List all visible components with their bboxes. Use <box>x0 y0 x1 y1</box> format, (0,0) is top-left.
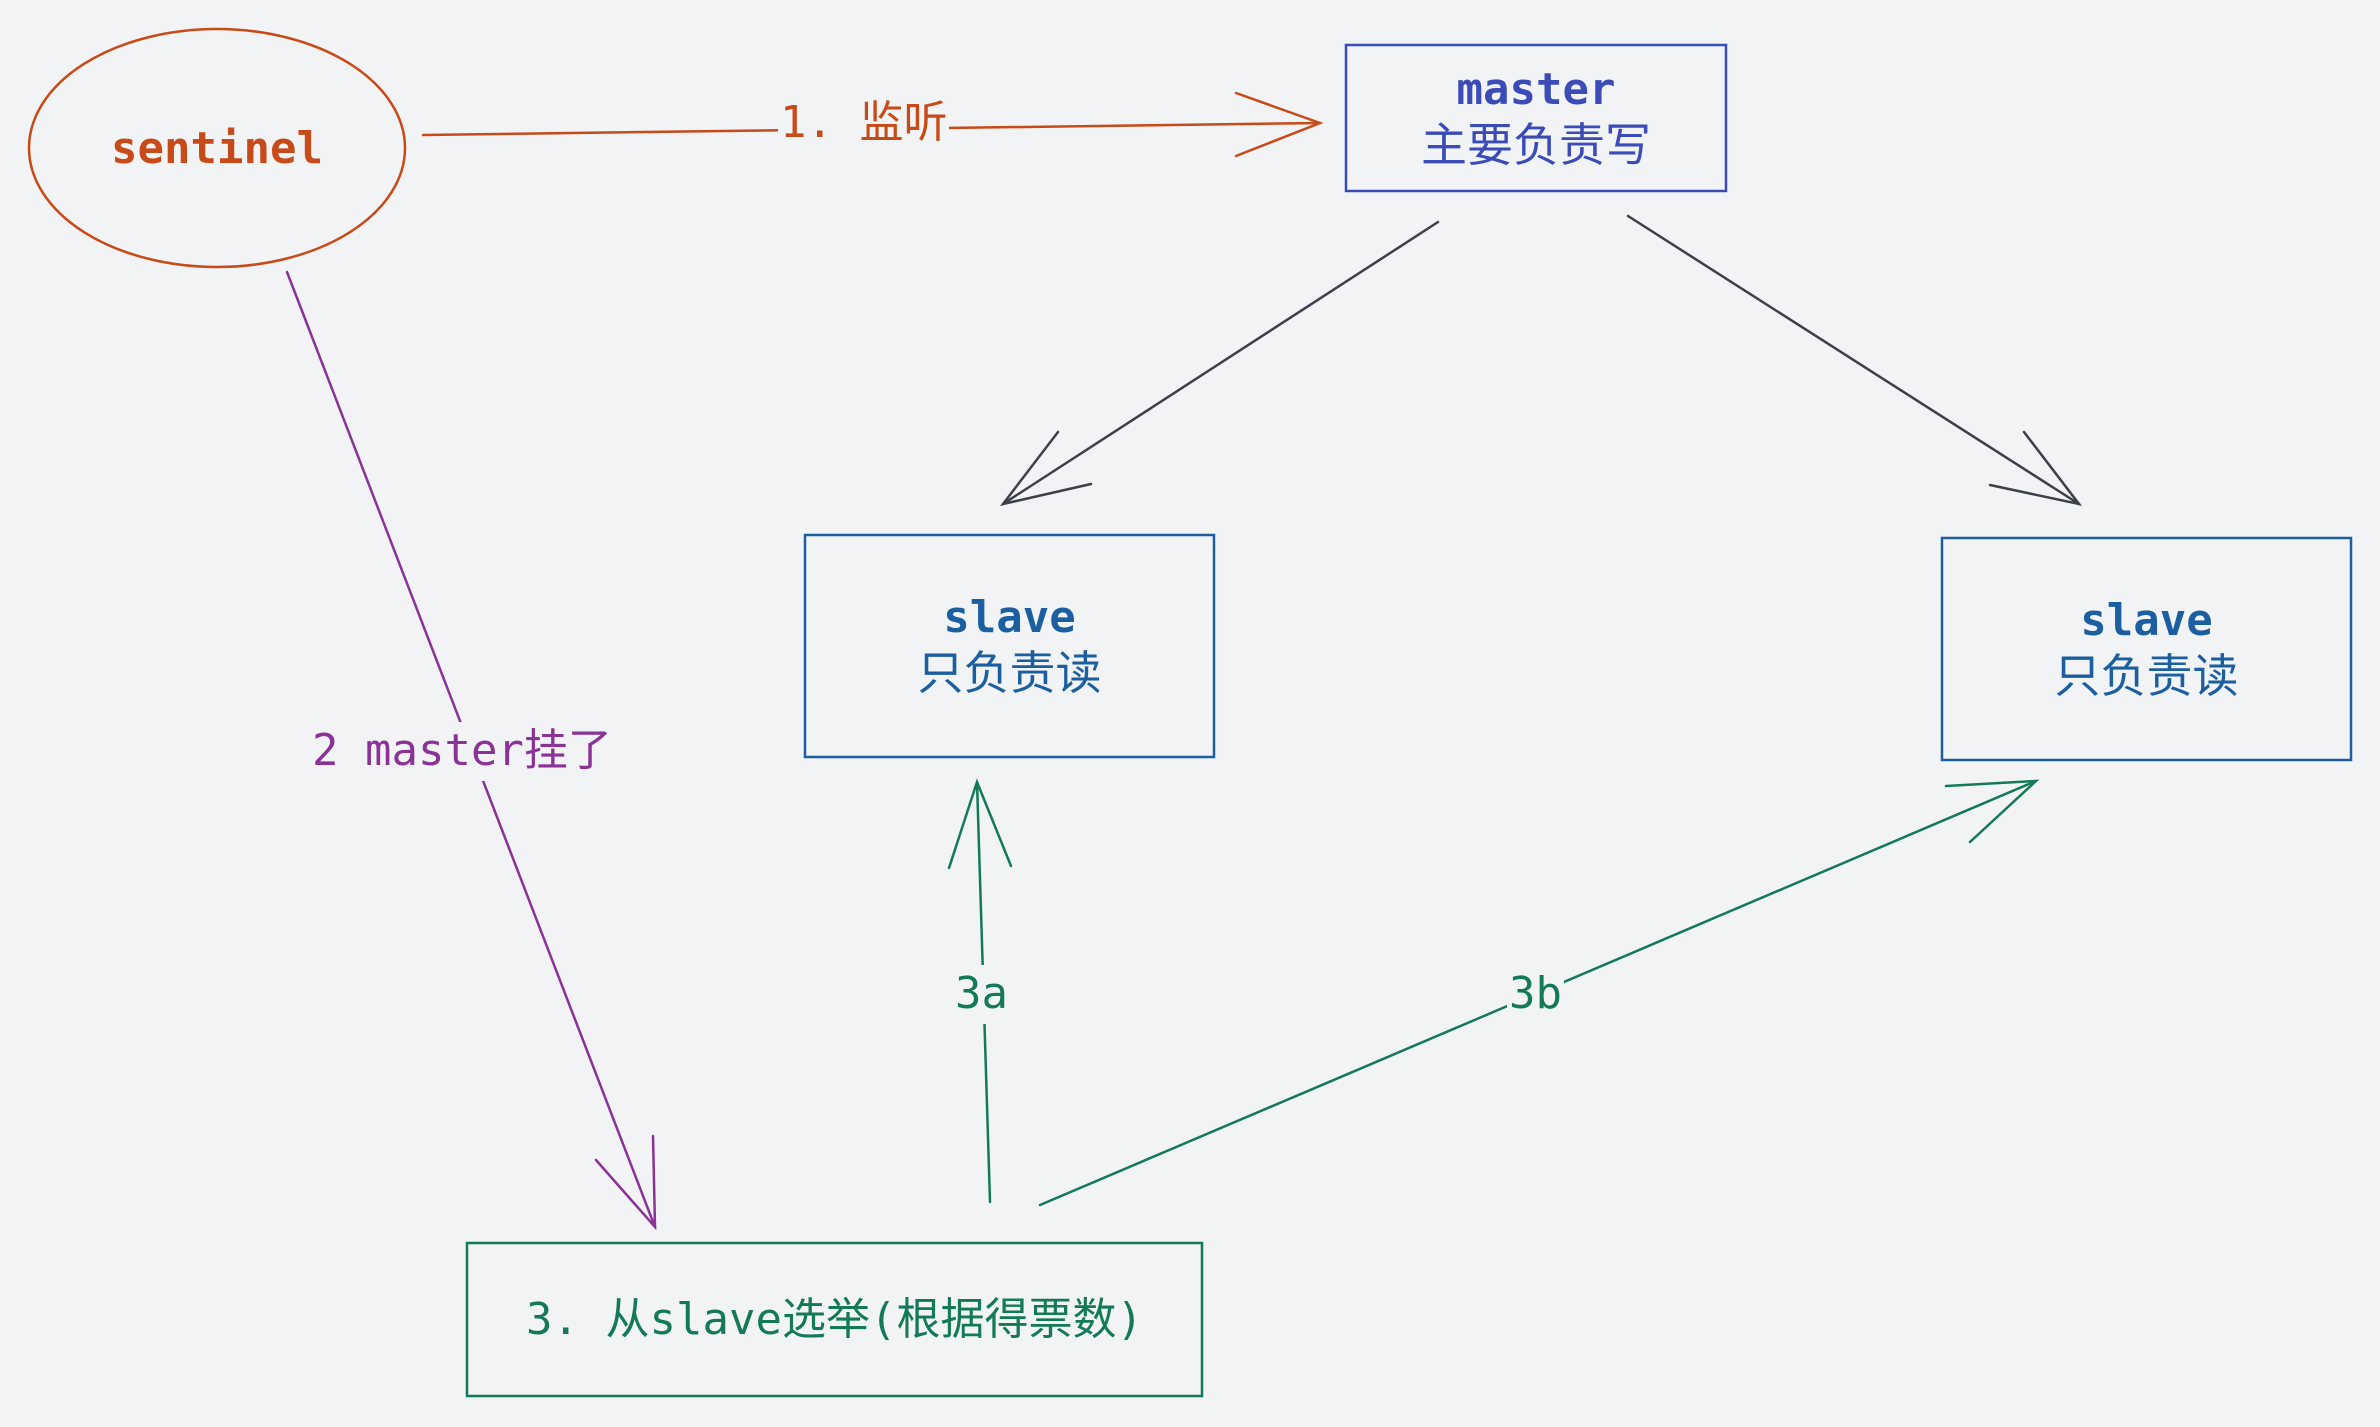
sentinel-label: sentinel <box>111 122 323 174</box>
master-down-label: 2 master挂了 <box>310 722 614 781</box>
master-node: master 主要负责写 <box>1346 45 1726 191</box>
slave-right-node-shape <box>1940 536 2353 762</box>
slave-left-node-shape <box>803 533 1216 759</box>
master-subtitle: 主要负责写 <box>1421 117 1651 172</box>
promote-a-label: 3a <box>953 965 1010 1024</box>
slave-right-title: slave <box>2080 594 2213 646</box>
slave-left-subtitle: 只负责读 <box>917 645 1102 700</box>
slave-left-node: slave 只负责读 <box>805 535 1214 757</box>
master-title: master <box>1456 63 1616 115</box>
slave-right-subtitle: 只负责读 <box>2054 648 2239 703</box>
replicate-right-arrow <box>1626 214 2083 506</box>
replicate-left-arrow <box>999 220 1440 506</box>
election-node-shape <box>465 1241 1204 1398</box>
election-label: 3. 从slave选举(根据得票数) <box>526 1294 1143 1345</box>
master-node-shape <box>1344 43 1728 193</box>
slave-right-node: slave 只负责读 <box>1942 538 2351 760</box>
slave-left-title: slave <box>943 591 1076 643</box>
promote-b-label: 3b <box>1507 965 1564 1024</box>
monitor-label: 1. 监听 <box>778 97 950 149</box>
sentinel-node: sentinel <box>29 29 405 267</box>
election-node: 3. 从slave选举(根据得票数) <box>467 1243 1202 1396</box>
sentinel-node-shape <box>27 27 407 269</box>
